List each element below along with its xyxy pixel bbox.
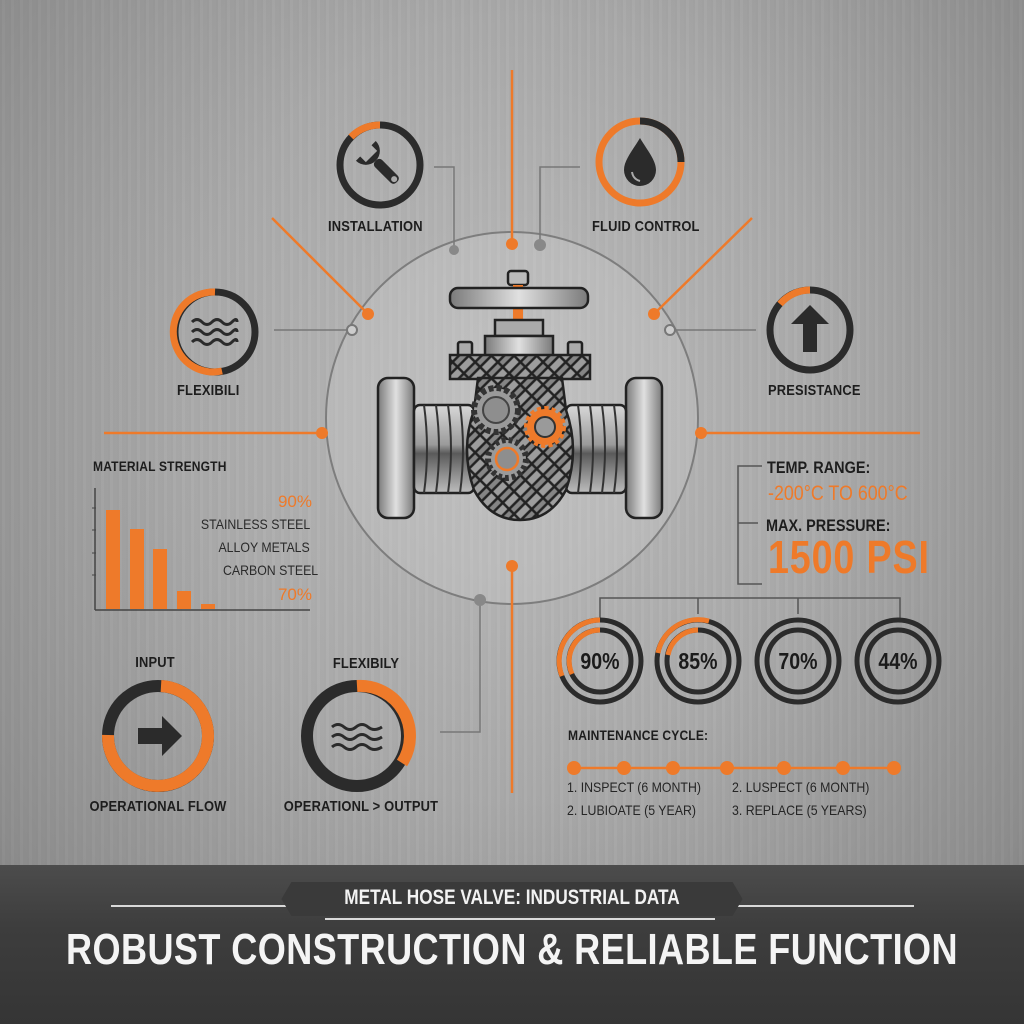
wrench-icon [355,140,399,184]
feature-label-resistance: PRESISTANCE [768,382,861,399]
flex-ring [301,679,416,792]
maintenance-timeline [567,761,901,775]
material-carbon-steel: CARBON STEEL [222,562,318,578]
maintenance-item-2: 2. LUSPECT (6 MONTH) [732,779,870,795]
input-ring [101,680,214,792]
footer-subtitle-text: METAL HOSE VALVE: INDUSTRIAL DATA [344,886,680,909]
waves-icon [190,318,239,346]
resistance-ring [766,286,854,374]
max-pressure-label: MAX. PRESSURE: [766,516,891,535]
maintenance-item-1: 1. INSPECT (6 MONTH) [567,779,701,795]
material-stainless-steel: STAINLESS STEEL [200,516,310,532]
feature-label-flexibility: FLEXIBILI [177,382,240,399]
connector-lines [104,70,920,793]
valve-illustration [376,269,664,522]
flexibility-ring [169,288,259,376]
gauge-44: 44% [878,648,918,674]
material-bottom-pct: 70% [277,585,312,604]
input-caption: OPERATIONAL FLOW [89,798,227,815]
droplet-icon [624,138,656,186]
footer-title: ROBUST CONSTRUCTION & RELIABLE FUNCTION [66,925,958,974]
gauge-90: 90% [580,648,620,674]
footer-rule-left [111,905,303,907]
arrow-up-icon [791,305,829,352]
maintenance-item-3: 2. LUBIOATE (5 YEAR) [567,802,696,818]
max-pressure-value: 1500 PSI [768,531,930,583]
input-title: INPUT [135,654,175,671]
waves-icon [331,723,383,751]
footer-subtitle: METAL HOSE VALVE: INDUSTRIAL DATA [281,882,742,916]
feature-label-installation: INSTALLATION [328,218,423,235]
flex-title: FLEXIBILY [332,655,400,672]
feature-label-fluid-control: FLUID CONTROL [592,218,700,235]
gauge-70: 70% [778,648,818,674]
material-alloy-metals: ALLOY METALS [218,539,310,555]
flex-caption: OPERATIONL > OUTPUT [283,798,439,815]
gauges [556,617,942,705]
material-strength-title: MATERIAL STRENGTH [93,458,227,474]
gauge-85: 85% [678,648,718,674]
footer-rule-right [729,905,914,907]
temp-range-label: TEMP. RANGE: [767,458,871,477]
installation-ring [336,121,424,209]
maintenance-title: MAINTENANCE CYCLE: [568,727,709,743]
arrow-right-icon [138,716,182,756]
material-strength-chart [92,488,310,611]
footer-rule-under [325,918,715,920]
material-top-pct: 90% [277,492,312,511]
maintenance-item-4: 3. REPLACE (5 YEARS) [732,802,867,818]
fluid-control-ring [595,117,685,207]
temp-range-value: -200°C TO 600°C [768,482,908,505]
